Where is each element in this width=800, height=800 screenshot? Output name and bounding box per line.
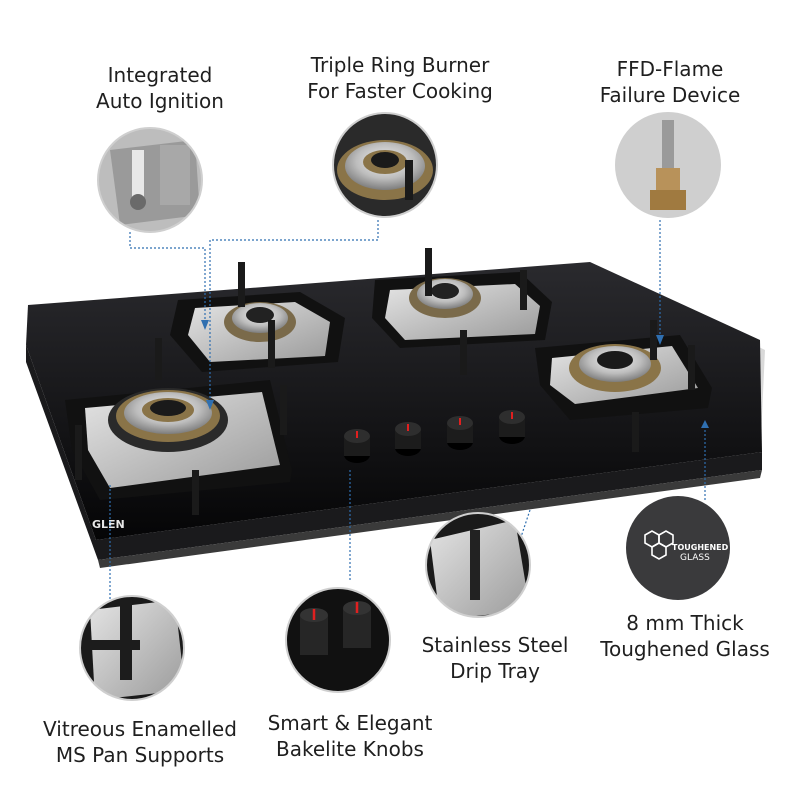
burner-back-left	[170, 292, 345, 372]
burner-closeup	[332, 112, 438, 218]
burner-front-left	[65, 380, 292, 500]
brand-logo: GLEN	[92, 518, 125, 531]
knob-closeup	[285, 587, 391, 693]
label-ffd: FFD-Flame Failure Device	[599, 57, 741, 107]
leader-arrows	[201, 320, 709, 428]
glass-badge-line2: GLASS	[680, 553, 710, 563]
label-bakelite-knobs: Smart & Elegant Bakelite Knobs	[267, 711, 433, 761]
knob-1[interactable]	[344, 429, 370, 463]
pan-support-arms	[75, 248, 695, 515]
control-knobs	[344, 410, 525, 463]
label-auto-ignition: Integrated Auto Ignition	[96, 63, 224, 113]
label-drip-tray: Stainless Steel Drip Tray	[421, 633, 569, 683]
leader-lines	[109, 220, 706, 600]
burner-right	[535, 335, 712, 420]
pan-support-closeup	[79, 595, 185, 701]
hexagon-glass-icon: TOUGHENED GLASS	[626, 496, 730, 600]
label-pan-supports: Vitreous Enamelled MS Pan Supports	[43, 717, 237, 767]
knob-2[interactable]	[395, 422, 421, 456]
label-triple-ring-burner: Triple Ring Burner For Faster Cooking	[307, 53, 493, 103]
glass-badge-line1: TOUGHENED	[672, 543, 729, 552]
label-toughened-glass: 8 mm Thick Toughened Glass	[600, 611, 770, 661]
knob-4[interactable]	[499, 410, 525, 444]
drip-tray-closeup	[425, 512, 531, 618]
ignition-closeup	[97, 127, 203, 233]
ffd-closeup	[615, 112, 721, 218]
knob-3[interactable]	[447, 416, 473, 450]
